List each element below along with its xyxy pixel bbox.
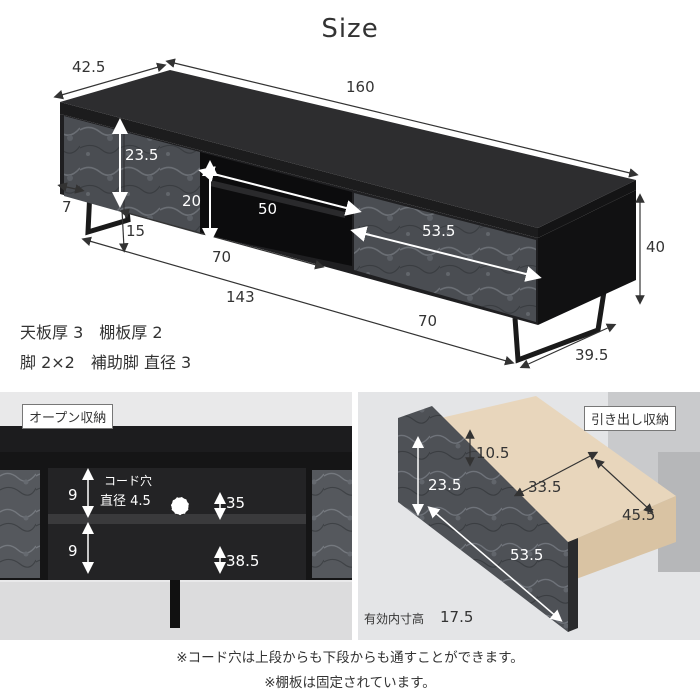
dim-upper-depth: 35 [226,494,246,512]
dim-upper-height: 9 [68,486,78,504]
dim-bottom-143: 143 [226,288,255,306]
dim-drawer-outer-height: 23.5 [428,476,462,494]
body-side [538,190,636,325]
dim-leg-bottom: 15 [126,222,146,240]
effective-height-value: 17.5 [440,608,474,626]
cord-hole-label-1: コード穴 [104,474,153,488]
open-storage-label: オープン収納 [22,404,114,429]
dim-depth-bottom: 39.5 [575,346,609,364]
dim-drawer-inner-width: 45.5 [622,506,656,524]
dim-front-70-left: 70 [212,248,232,266]
page-title: Size [321,14,379,44]
dim-depth-top: 42.5 [72,58,106,76]
dim-front-70-right: 70 [418,312,438,330]
open-storage-illustration [0,426,352,640]
dim-drawer-front-width: 53.5 [510,546,544,564]
drawer-storage-label: 引き出し収納 [584,406,677,431]
spec-notes: 天板厚 3 棚板厚 2 脚 2×2 補助脚 直径 3 [20,318,191,378]
dim-drawer-height: 23.5 [125,146,159,164]
cord-hole-label-2: 直径 4.5 [100,494,151,509]
open-storage-photo: オープン収納 9 9 コード穴 直径 4.5 35 38.5 [0,392,352,640]
spec-line-2: 脚 2×2 補助脚 直径 3 [20,353,192,372]
dim-lower-depth: 38.5 [226,552,260,570]
dim-shelf-height: 20 [182,192,202,210]
dim-drawer-width: 53.5 [422,222,456,240]
footnote-2: ※棚板は固定されています。 [264,675,436,691]
dim-lower-height: 9 [68,542,78,560]
footnote-1: ※コード穴は上段からも下段からも通すことができます。 [176,650,524,666]
drawer-illustration [398,392,700,632]
drawer-photo: 引き出し収納 10.5 23.5 33.5 45.5 53.5 有効内寸高 17… [358,392,700,640]
footnotes: ※コード穴は上段からも下段からも通すことができます。 ※棚板は固定されています。 [0,646,700,696]
tv-stand-diagram [53,58,645,369]
dim-width-top: 160 [346,78,375,96]
dim-shelf-width: 50 [258,200,278,218]
dim-leg-inset: 7 [62,198,72,216]
dim-drawer-inner-height: 10.5 [476,444,510,462]
dim-height-right: 40 [646,238,666,256]
dim-drawer-inner-depth: 33.5 [528,478,562,496]
effective-height-label: 有効内寸高 [364,612,425,626]
spec-line-1: 天板厚 3 棚板厚 2 [20,323,163,342]
